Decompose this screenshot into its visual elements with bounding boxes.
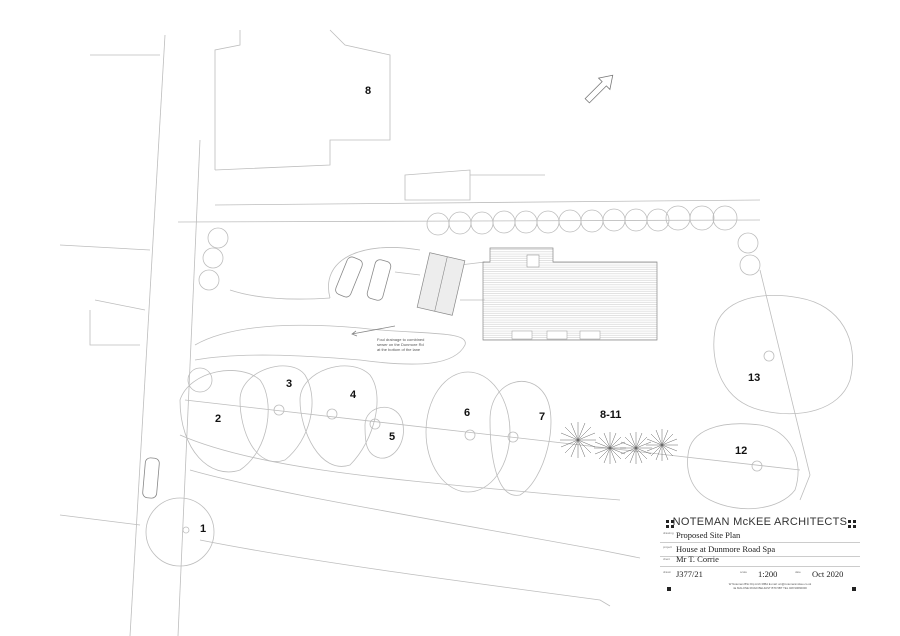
svg-text:sewer on the Dunmore Rd: sewer on the Dunmore Rd	[377, 342, 424, 347]
client-name: Mr T. Corrie	[676, 554, 719, 564]
drainage-note: Foul drainage to combined sewer on the D…	[351, 325, 424, 352]
job-number: J377/21	[676, 569, 703, 579]
title-block: NOTEMAN McKEE ARCHITECTS drawing Propose…	[660, 514, 860, 594]
svg-text:2: 2	[215, 413, 221, 425]
drawing-title: Proposed Site Plan	[676, 530, 741, 540]
marker-icon	[667, 587, 671, 591]
boundary-lines	[59, 29, 811, 636]
info-row: drawn J377/21 scale 1:200 date Oct 2020	[663, 569, 844, 579]
house-building	[482, 247, 658, 341]
svg-text:3: 3	[286, 378, 292, 390]
project-name: House at Dunmore Road Spa	[676, 544, 776, 554]
svg-text:12: 12	[735, 445, 747, 457]
scale: 1:200	[758, 569, 778, 579]
marker-icon	[852, 587, 856, 591]
north-arrow-icon	[584, 74, 614, 104]
svg-text:5: 5	[389, 431, 395, 443]
svg-text:Foul drainage to combined: Foul drainage to combined	[377, 337, 424, 342]
plot-labels: 8 1 2 3 4 5 6 7 8-11 12 13	[200, 85, 760, 535]
project-row: project House at Dunmore Road Spa	[660, 542, 860, 557]
firm-name: NOTEMAN McKEE ARCHITECTS	[672, 516, 848, 528]
drawing-row: drawing Proposed Site Plan	[660, 528, 860, 543]
parked-cars	[142, 256, 392, 499]
logo-mark-icon	[848, 520, 856, 528]
client-row: client Mr T. Corrie	[660, 554, 860, 567]
hedge-trees	[198, 205, 761, 291]
svg-text:4: 4	[350, 389, 357, 401]
svg-text:6: 6	[464, 407, 470, 419]
svg-text:7: 7	[539, 411, 545, 423]
svg-text:1: 1	[200, 523, 206, 535]
logo-mark-icon	[666, 520, 674, 528]
trees	[145, 295, 853, 567]
svg-text:13: 13	[748, 372, 760, 384]
firm-contact: W Noteman BSc Dip Arch RIBA E-mail: wn@n…	[728, 582, 812, 590]
svg-text:8-11: 8-11	[600, 409, 621, 421]
shrubs	[560, 422, 678, 464]
svg-text:at the bottom of the lane: at the bottom of the lane	[377, 347, 421, 352]
date: Oct 2020	[812, 569, 844, 579]
svg-text:8: 8	[365, 85, 371, 97]
garage-building	[416, 252, 466, 316]
